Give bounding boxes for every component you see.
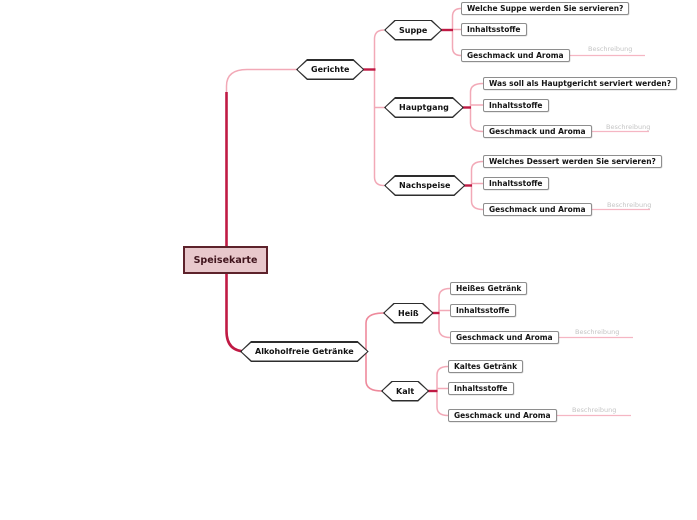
node-label: Heiß bbox=[398, 308, 419, 318]
node-heiss[interactable]: Heiß bbox=[383, 303, 434, 324]
node-suppe[interactable]: Suppe bbox=[384, 20, 442, 41]
node-nachspeise-inhaltsstoffe[interactable]: Inhaltsstoffe bbox=[483, 177, 549, 190]
root-trunk-lines bbox=[225, 92, 247, 353]
edge-label-lines bbox=[548, 54, 650, 417]
node-label: Gerichte bbox=[311, 65, 350, 74]
node-suppe-geschmack[interactable]: Geschmack und Aroma bbox=[461, 49, 570, 62]
node-label: Suppe bbox=[399, 25, 428, 35]
node-heiss-inhaltsstoffe[interactable]: Inhaltsstoffe bbox=[450, 304, 516, 317]
hexagon-fill bbox=[298, 61, 363, 79]
node-suppe-inhaltsstoffe[interactable]: Inhaltsstoffe bbox=[461, 23, 527, 36]
hexagon-fill bbox=[386, 99, 463, 117]
edge-label-beschreibung[interactable]: Beschreibung bbox=[588, 45, 633, 53]
node-hauptgang-question[interactable]: Was soll als Hauptgericht serviert werde… bbox=[483, 77, 678, 90]
hexagon-fill bbox=[385, 304, 433, 322]
edge-label-beschreibung[interactable]: Beschreibung bbox=[607, 200, 652, 209]
node-label: Kalt bbox=[396, 386, 415, 396]
node-kalt-getraenk[interactable]: Kaltes Getränk bbox=[448, 360, 524, 373]
node-suppe-question[interactable]: Welche Suppe werden Sie servieren? bbox=[461, 2, 630, 15]
node-heiss-geschmack[interactable]: Geschmack und Aroma bbox=[450, 331, 559, 344]
node-label: Alkoholfreie Getränke bbox=[255, 347, 354, 356]
node-kalt-inhaltsstoffe[interactable]: Inhaltsstoffe bbox=[448, 382, 514, 395]
hexagon-fill bbox=[383, 382, 428, 400]
node-heiss-getraenk[interactable]: Heißes Getränk bbox=[450, 282, 528, 295]
node-alkoholfreie-getraenke[interactable]: Alkoholfreie Getränke bbox=[240, 341, 369, 362]
node-gerichte[interactable]: Gerichte bbox=[296, 59, 364, 80]
node-hauptgang-inhaltsstoffe[interactable]: Inhaltsstoffe bbox=[483, 98, 549, 112]
hexagon-fill bbox=[386, 177, 464, 195]
salmon-branch-lines bbox=[365, 312, 385, 392]
edge-label-beschreibung[interactable]: Beschreibung bbox=[606, 122, 651, 131]
node-nachspeise-geschmack[interactable]: Geschmack und Aroma bbox=[483, 203, 592, 216]
edge-label-beschreibung[interactable]: Beschreibung bbox=[575, 328, 620, 336]
node-kalt[interactable]: Kalt bbox=[381, 381, 429, 402]
node-hauptgang-geschmack[interactable]: Geschmack und Aroma bbox=[483, 125, 592, 138]
node-nachspeise-question[interactable]: Welches Dessert werden Sie servieren? bbox=[483, 155, 662, 168]
node-speisekarte[interactable]: Speisekarte bbox=[183, 246, 268, 274]
node-kalt-geschmack[interactable]: Geschmack und Aroma bbox=[448, 409, 557, 422]
hexagon-fill bbox=[386, 21, 441, 39]
node-nachspeise[interactable]: Nachspeise bbox=[384, 175, 465, 196]
node-hauptgang[interactable]: Hauptgang bbox=[384, 97, 464, 118]
node-label: Nachspeise bbox=[399, 181, 451, 190]
node-label: Hauptgang bbox=[399, 103, 449, 112]
edge-label-beschreibung[interactable]: Beschreibung bbox=[572, 406, 617, 414]
hexagon-fill bbox=[242, 343, 368, 361]
